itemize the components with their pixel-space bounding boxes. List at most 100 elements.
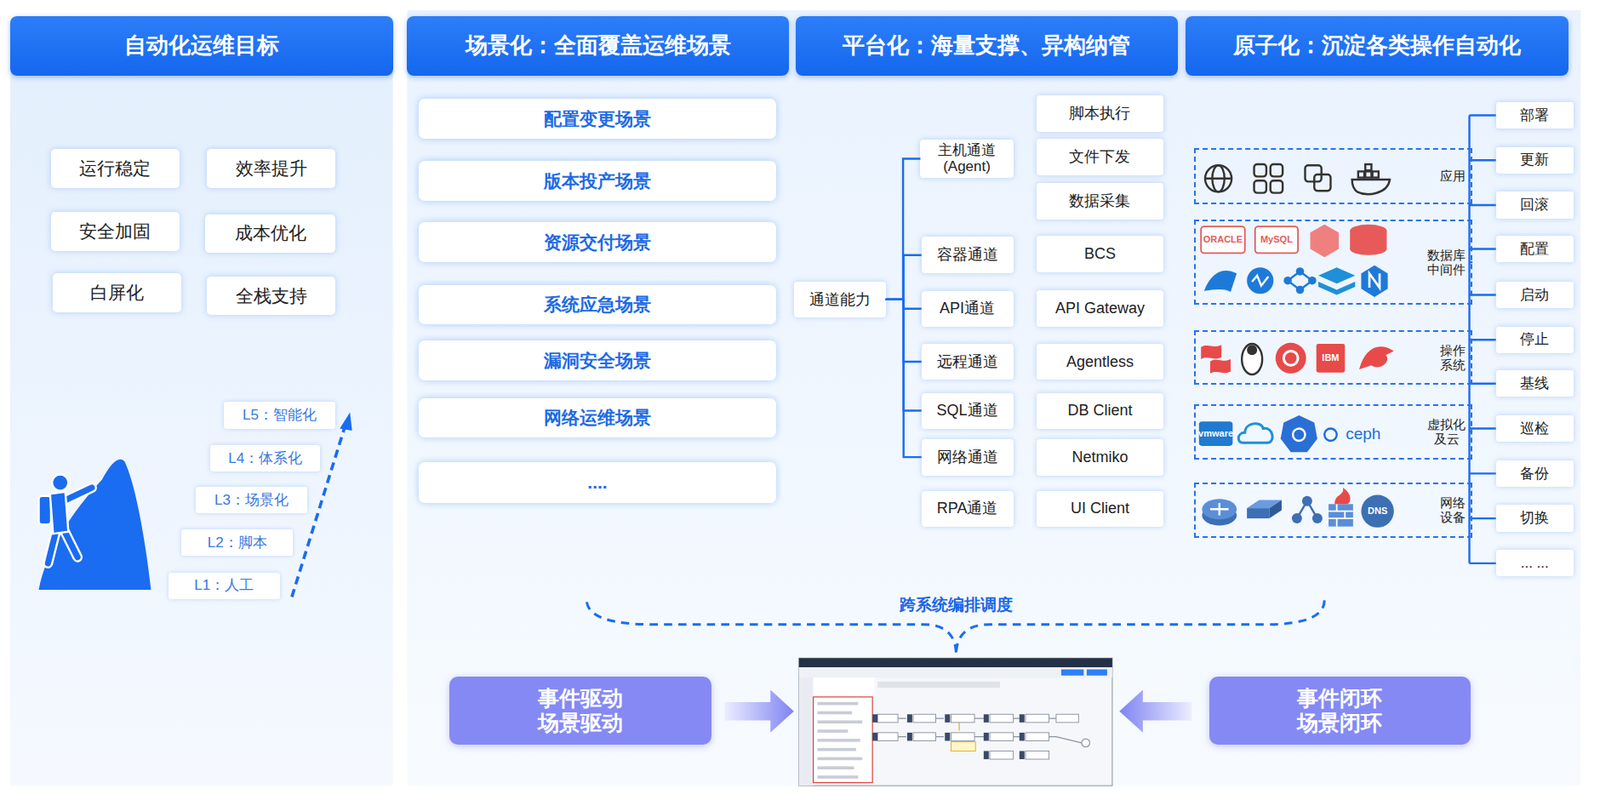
node-text: UI Client xyxy=(1070,499,1130,518)
resource-group: 虚拟化 及云 xyxy=(1194,404,1473,460)
tree-connector xyxy=(885,255,922,300)
database-icons xyxy=(1318,281,1355,296)
os-icons xyxy=(1359,346,1395,370)
node-text: DB Client xyxy=(1067,401,1132,420)
scenario-box: 系统应急场景 xyxy=(418,285,778,326)
screenshot xyxy=(950,732,975,742)
app-icons xyxy=(1205,164,1390,195)
node-text: 网络通道 xyxy=(937,448,999,467)
node-text: RPA通道 xyxy=(937,499,999,518)
node-text: 主机通道 (Agent) xyxy=(937,142,996,176)
screenshot xyxy=(877,732,898,742)
screenshot xyxy=(877,681,1000,688)
screenshot xyxy=(989,732,1014,742)
app-icons xyxy=(1372,171,1379,178)
logo-text: IBM xyxy=(1316,350,1346,366)
node-text: 全栈支持 xyxy=(235,285,308,307)
screenshot xyxy=(989,750,1014,760)
screenshot xyxy=(983,714,989,723)
channel-box: 通道能力 xyxy=(794,281,886,318)
node-text: ... ... xyxy=(1520,554,1549,572)
screenshot xyxy=(817,775,858,779)
scenario-box: 漏洞安全场景 xyxy=(418,340,778,381)
screenshot xyxy=(817,702,863,779)
goal-box: 白屏化 xyxy=(52,273,182,313)
climber-illustration xyxy=(39,459,152,590)
screenshot xyxy=(1019,732,1025,742)
node-text: 数据库 中间件 xyxy=(1427,247,1466,278)
node-text: 漏洞安全场景 xyxy=(543,350,652,372)
network-icons xyxy=(1246,508,1269,519)
database-icons xyxy=(1287,271,1313,291)
operation-box: 巡检 xyxy=(1496,415,1574,442)
channel-box: 主机通道 (Agent) xyxy=(920,139,1013,178)
database-icons xyxy=(1200,224,1388,298)
os-icons xyxy=(1275,342,1307,374)
database-icons xyxy=(1309,224,1339,258)
channel-box: 数据采集 xyxy=(1036,182,1164,220)
screenshot xyxy=(877,714,898,723)
flow-arrow xyxy=(1119,690,1192,733)
screenshot xyxy=(913,714,936,723)
node-text: API Gateway xyxy=(1055,299,1145,318)
network-icons xyxy=(1201,498,1237,520)
app-icons xyxy=(1352,179,1390,195)
column-header: 平台化：海量支撑、异构纳管 xyxy=(795,16,1178,76)
screenshot xyxy=(799,667,1113,678)
screenshot xyxy=(799,677,814,786)
screenshot xyxy=(813,677,875,698)
channel-box: 远程通道 xyxy=(921,343,1014,380)
app-icons xyxy=(1358,171,1365,178)
node-text: 平台化：海量支撑、异构纳管 xyxy=(842,33,1131,59)
channel-box: SQL通道 xyxy=(921,393,1014,429)
climber-illustration xyxy=(47,487,92,564)
screenshot xyxy=(950,742,976,752)
node-text: 配置 xyxy=(1520,240,1549,258)
screenshot xyxy=(1019,714,1025,723)
screenshot xyxy=(799,657,1113,786)
channel-box: 文件下发 xyxy=(1036,138,1164,176)
logo-text: ceph xyxy=(1338,422,1389,445)
node-text: 事件驱动 场景驱动 xyxy=(537,685,623,736)
screenshot xyxy=(950,714,975,723)
event-box: 事件驱动 场景驱动 xyxy=(449,676,712,745)
os-icons xyxy=(1241,343,1263,375)
channel-box: BCS xyxy=(1036,235,1164,273)
flow-arrow xyxy=(724,690,795,733)
database-icons xyxy=(1318,267,1355,284)
database-icons xyxy=(1255,226,1298,253)
resource-group: 应用 xyxy=(1194,148,1473,205)
node-text: API通道 xyxy=(939,299,995,318)
node-text: L1：人工 xyxy=(194,577,254,595)
node-text: 场景化：全面覆盖运维场景 xyxy=(465,33,732,59)
tree-connector xyxy=(885,299,922,362)
node-text: 配置变更场景 xyxy=(543,108,652,130)
screenshot xyxy=(817,748,857,752)
operation-box: 配置 xyxy=(1496,235,1574,263)
app-icons xyxy=(1270,164,1283,177)
climber-illustration xyxy=(50,491,69,534)
node-text: 备份 xyxy=(1520,465,1549,483)
node-text: 更新 xyxy=(1520,151,1549,169)
column-panel xyxy=(406,10,1581,786)
network-icons xyxy=(1334,487,1350,504)
app-icons xyxy=(1314,174,1331,191)
tree-connector xyxy=(885,299,922,458)
event-box: 事件闭环 场景闭环 xyxy=(1209,676,1471,745)
node-text: 运行稳定 xyxy=(79,158,151,179)
logo-text: vmware xyxy=(1199,423,1234,445)
node-text: 自动化运维目标 xyxy=(124,33,280,59)
network-icons xyxy=(1210,502,1229,515)
operation-box: ... ... xyxy=(1496,549,1574,577)
climber-illustration xyxy=(39,496,52,526)
app-icons xyxy=(1365,164,1372,171)
goal-box: 效率提升 xyxy=(206,148,336,189)
screenshot xyxy=(872,732,878,742)
screenshot xyxy=(817,757,863,761)
screenshot xyxy=(1061,669,1084,676)
tree-connector xyxy=(885,299,922,412)
scenario-box: 配置变更场景 xyxy=(418,98,778,139)
level-box: L4：体系化 xyxy=(210,445,320,472)
node-text: 版本投产场景 xyxy=(543,171,652,192)
cloud-icons xyxy=(1324,428,1337,441)
